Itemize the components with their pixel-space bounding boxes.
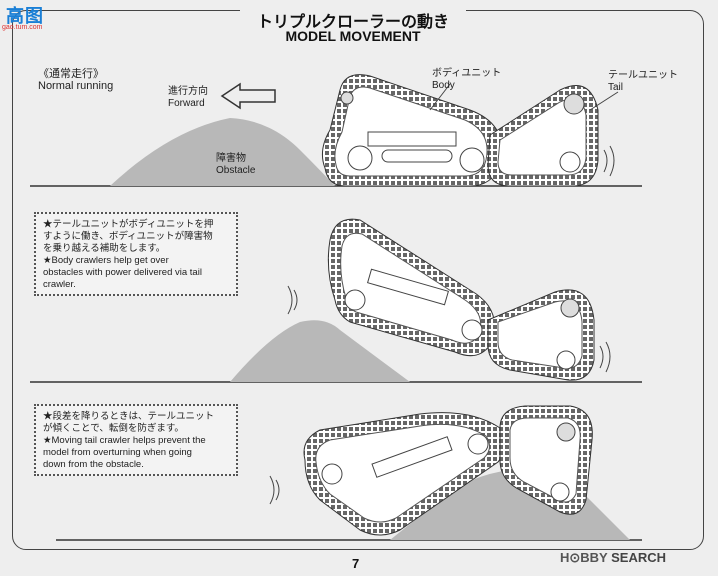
tail-crawler-unit bbox=[487, 85, 615, 187]
scene-2-climbing bbox=[30, 218, 642, 383]
tail-label-en: Tail bbox=[608, 82, 624, 93]
note-line: ★段差を降りるときは、テールユニット bbox=[43, 411, 215, 422]
watermark-brand: H⊙BBY bbox=[560, 550, 608, 565]
title-block: トリプルクローラーの動き MODEL MOVEMENT bbox=[240, 8, 466, 46]
scene-3-descending bbox=[56, 405, 642, 541]
note-line: が傾くことで、転倒を防ぎます。 bbox=[43, 423, 184, 434]
tail-crawler-unit bbox=[487, 289, 611, 381]
note-line: すように働き、ボディユニットが障害物 bbox=[43, 231, 213, 242]
watermark-search: SEARCH bbox=[611, 550, 667, 565]
note-box-climbing: ★テールユニットがボディユニットを押 すように働き、ボディユニットが障害物 を乗… bbox=[34, 212, 238, 296]
note-line: を乗り越える補助をします。 bbox=[43, 243, 166, 254]
note-line: model from overturning when going bbox=[43, 447, 192, 458]
obstacle-mound bbox=[110, 118, 335, 186]
watermark-logo-url: gao.tum.com bbox=[2, 24, 43, 31]
watermark-logo-bottom-right: H⊙BBY SEARCH bbox=[560, 550, 666, 566]
watermark-logo-top-left: 高图 gao.tum.com bbox=[2, 2, 72, 32]
mode-label-jp: 《通常走行》 bbox=[38, 68, 104, 80]
obstacle-label-jp: 障害物 bbox=[216, 153, 246, 164]
title-english: MODEL MOVEMENT bbox=[285, 28, 421, 44]
page-number: 7 bbox=[352, 556, 360, 571]
tail-leader-line bbox=[589, 91, 619, 111]
body-crawler-unit bbox=[327, 218, 495, 357]
note-line: crawler. bbox=[43, 279, 76, 290]
obstacle-mound bbox=[230, 320, 410, 382]
forward-arrow-icon bbox=[220, 82, 276, 110]
body-crawler-unit bbox=[321, 74, 503, 187]
note-line: ★Body crawlers help get over bbox=[43, 255, 169, 266]
title-japanese: トリプルクローラーの動き bbox=[256, 12, 449, 31]
note-line: ★テールユニットがボディユニットを押 bbox=[43, 219, 214, 230]
note-line: obstacles with power delivered via tail bbox=[43, 267, 202, 278]
body-crawler-unit bbox=[303, 412, 506, 536]
forward-label-jp: 進行方向 bbox=[168, 86, 208, 97]
scene-1-normal-running bbox=[30, 74, 642, 187]
tail-label-jp: テールユニット bbox=[608, 70, 678, 81]
note-line: ★Moving tail crawler helps prevent the bbox=[43, 435, 206, 446]
note-line: down from the obstacle. bbox=[43, 459, 144, 470]
body-label-en: Body bbox=[432, 80, 455, 91]
body-label-jp: ボディユニット bbox=[432, 68, 502, 79]
mode-label-en: Normal running bbox=[38, 80, 114, 92]
note-box-descending: ★段差を降りるときは、テールユニット が傾くことで、転倒を防ぎます。 ★Movi… bbox=[34, 404, 238, 476]
motion-lines-icon bbox=[287, 285, 298, 315]
watermark-logo-text: 高图 bbox=[6, 6, 44, 27]
forward-label-en: Forward bbox=[168, 98, 205, 109]
tail-crawler-unit bbox=[499, 405, 593, 515]
body-leader-line bbox=[429, 83, 451, 111]
motion-lines-icon bbox=[269, 475, 280, 505]
obstacle-label-en: Obstacle bbox=[216, 165, 256, 176]
